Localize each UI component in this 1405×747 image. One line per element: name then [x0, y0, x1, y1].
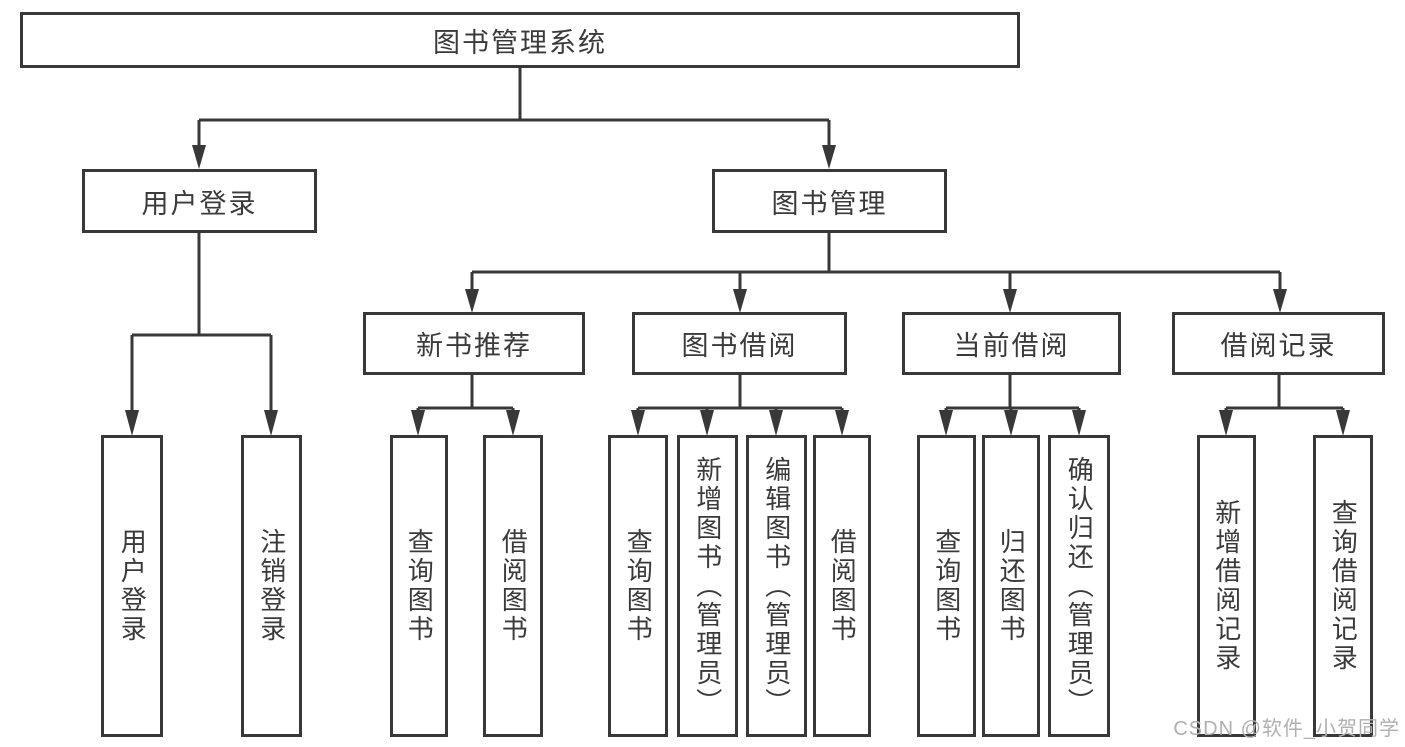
node-root-label: 图书管理系统	[433, 27, 607, 58]
connector-line	[197, 68, 831, 146]
leaf-return-book: 归还图书	[982, 435, 1040, 737]
connector-book-borrow-to-leaves	[631, 375, 849, 436]
leaf-query-books-current-label: 查询图书	[931, 528, 962, 644]
connector-line	[416, 375, 515, 412]
leaf-confirm-return-admin-label: 确认归还（管理员）	[1064, 455, 1095, 717]
leaf-user-login: 用户登录	[101, 435, 163, 737]
leaf-query-books-borrow-label: 查询图书	[623, 528, 654, 644]
leaf-user-login-label: 用户登录	[117, 528, 148, 644]
node-new-book-recommend-label: 新书推荐	[416, 331, 532, 361]
leaf-borrow-books-recommend-label: 借阅图书	[498, 528, 529, 644]
connector-line	[944, 375, 1081, 412]
arrowhead-icon	[506, 410, 520, 436]
leaf-logout: 注销登录	[241, 435, 302, 737]
arrowhead-icon	[1219, 410, 1233, 436]
node-current-borrow: 当前借阅	[902, 312, 1121, 375]
leaf-borrow-books-label: 借阅图书	[827, 528, 858, 644]
leaf-add-borrow-record: 新增借阅记录	[1197, 435, 1256, 737]
leaf-edit-book-admin: 编辑图书（管理员）	[746, 435, 807, 737]
arrowhead-icon	[1003, 289, 1017, 313]
node-book-mgmt-label: 图书管理	[771, 188, 888, 219]
arrowhead-icon	[700, 410, 714, 436]
connector-line	[130, 233, 273, 412]
leaf-borrow-books: 借阅图书	[813, 435, 871, 737]
connector-line	[1224, 375, 1345, 412]
leaf-query-borrow-record-label: 查询借阅记录	[1328, 499, 1359, 673]
leaf-logout-label: 注销登录	[256, 528, 287, 644]
node-new-book-recommend: 新书推荐	[363, 312, 585, 375]
leaf-add-book-admin: 新增图书（管理员）	[677, 435, 738, 737]
connector-user-login-to-leaves	[125, 233, 278, 436]
leaf-return-book-label: 归还图书	[996, 528, 1027, 644]
connector-line	[470, 233, 1282, 291]
node-current-borrow-label: 当前借阅	[953, 331, 1070, 361]
node-root: 图书管理系统	[20, 12, 1020, 68]
arrowhead-icon	[264, 410, 278, 436]
arrowhead-icon	[125, 410, 139, 436]
arrowhead-icon	[939, 410, 953, 436]
arrowhead-icon	[733, 289, 747, 313]
arrowhead-icon	[1273, 289, 1287, 313]
leaf-query-books-recommend: 查询图书	[390, 435, 448, 737]
node-user-login: 用户登录	[82, 169, 317, 233]
arrowhead-icon	[192, 145, 206, 169]
node-user-login-label: 用户登录	[141, 188, 258, 219]
arrowhead-icon	[411, 410, 425, 436]
arrowhead-icon	[1336, 410, 1350, 436]
node-borrow-records-label: 借阅记录	[1220, 331, 1337, 361]
leaf-add-borrow-record-label: 新增借阅记录	[1211, 499, 1242, 673]
leaf-query-books-borrow: 查询图书	[608, 435, 668, 737]
leaf-borrow-books-recommend: 借阅图书	[483, 435, 543, 737]
connector-book-mgmt-to-level3	[465, 233, 1287, 313]
arrowhead-icon	[769, 410, 783, 436]
arrowhead-icon	[835, 410, 849, 436]
arrowhead-icon	[465, 289, 479, 313]
leaf-query-books-current: 查询图书	[917, 435, 976, 737]
node-book-borrow-label: 图书借阅	[681, 331, 798, 361]
node-borrow-records: 借阅记录	[1172, 312, 1385, 375]
leaf-confirm-return-admin: 确认归还（管理员）	[1048, 435, 1110, 737]
node-book-mgmt: 图书管理	[712, 169, 947, 233]
connector-current-borrow-to-leaves	[939, 375, 1086, 436]
arrowhead-icon	[631, 410, 645, 436]
connector-root-to-level2	[192, 68, 836, 169]
leaf-query-borrow-record: 查询借阅记录	[1313, 435, 1373, 737]
watermark-text: CSDN @软件_小贺同学	[1173, 718, 1400, 740]
arrowhead-icon	[822, 145, 836, 169]
arrowhead-icon	[1072, 410, 1086, 436]
connector-line	[636, 375, 844, 412]
arrowhead-icon	[1004, 410, 1018, 436]
leaf-add-book-admin-label: 新增图书（管理员）	[692, 455, 723, 717]
leaf-edit-book-admin-label: 编辑图书（管理员）	[761, 455, 792, 717]
connector-new-books-to-leaves	[411, 375, 520, 436]
connector-borrow-records-to-leaves	[1219, 375, 1350, 436]
node-book-borrow: 图书借阅	[632, 312, 847, 375]
leaf-query-books-recommend-label: 查询图书	[404, 528, 435, 644]
